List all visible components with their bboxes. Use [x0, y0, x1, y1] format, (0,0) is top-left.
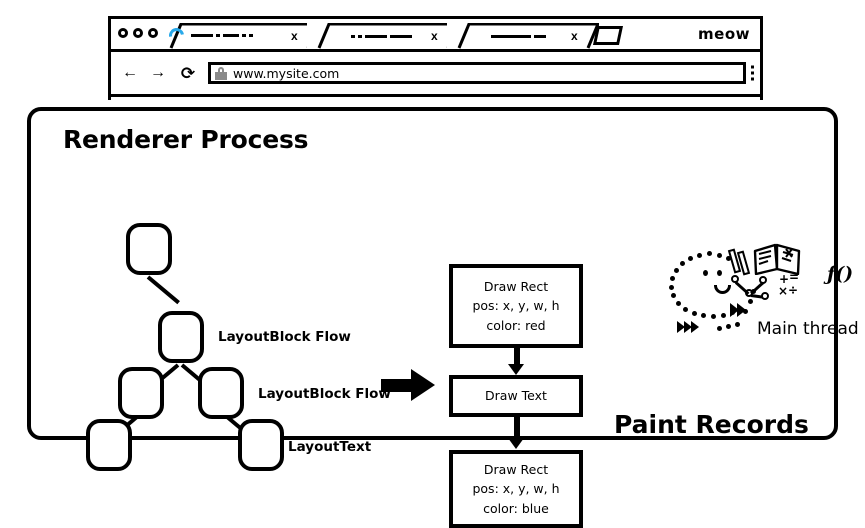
address-bar-url: www.mysite.com	[233, 65, 340, 81]
transform-arrow-icon	[381, 369, 439, 401]
layout-node-block-flow-1[interactable]	[158, 311, 204, 363]
layout-node-block-flow-2a[interactable]	[118, 367, 164, 419]
face-eye-left-icon	[703, 270, 708, 276]
browser-viewport	[111, 97, 760, 103]
layout-node-text-2[interactable]	[238, 419, 284, 471]
tab-1-title-placeholder	[191, 34, 253, 37]
math-divide-icon: ÷	[788, 283, 799, 297]
tab-2-title-placeholder	[351, 35, 412, 38]
lock-icon	[215, 66, 227, 80]
reload-icon[interactable]: ⟳	[180, 63, 196, 83]
tab-strip: x x x meow	[111, 19, 760, 52]
thought-icons-group: + = × ÷ ƒ()	[727, 243, 857, 315]
face-eye-right-icon	[717, 270, 722, 276]
paint-record-box-2[interactable]: Draw Text	[449, 375, 583, 417]
layout-node-block-flow-2b[interactable]	[198, 367, 244, 419]
paint-record-box-3[interactable]: Draw Rect pos: x, y, w, h color: blue	[449, 450, 583, 528]
window-controls[interactable]	[118, 28, 158, 38]
layout-tree-label-1: LayoutBlock Flow	[218, 329, 351, 345]
function-glyph: ƒ()	[827, 263, 854, 285]
paint-record-3-op: Draw Rect	[483, 461, 549, 477]
paint-flow-arrow-2-icon	[508, 417, 524, 450]
paint-record-1-pos: pos: x, y, w, h	[472, 298, 560, 314]
layout-node-text-1[interactable]	[86, 419, 132, 471]
paint-records-title: Paint Records	[614, 410, 809, 439]
overflow-menu-icon[interactable]	[751, 65, 754, 81]
open-book-icon	[753, 243, 801, 275]
renderer-process-panel: Renderer Process LayoutBlock Flow Layout…	[27, 107, 859, 528]
tree-edge-root-to-block1	[146, 275, 180, 305]
layout-tree-label-3: LayoutText	[288, 439, 372, 455]
paint-record-3-pos: pos: x, y, w, h	[472, 481, 560, 497]
math-plus-icon: +	[779, 272, 790, 286]
paint-record-1-color: color: red	[486, 317, 546, 333]
tab-3-close-icon[interactable]: x	[571, 29, 578, 43]
back-arrow-icon[interactable]: ←	[122, 64, 138, 81]
paint-flow-arrow-1-icon	[508, 348, 524, 375]
browser-toolbar: ← → ⟳ www.mysite.com	[111, 52, 760, 97]
tab-2-close-icon[interactable]: x	[431, 29, 438, 43]
address-bar[interactable]: www.mysite.com	[208, 62, 746, 84]
main-thread-doodle: + = × ÷ ƒ() Main thread	[669, 243, 865, 356]
browser-tab-1[interactable]: x	[159, 23, 319, 49]
layout-tree-label-2: LayoutBlock Flow	[258, 386, 391, 402]
browser-tab-3[interactable]: x	[447, 23, 599, 49]
forward-arrow-icon[interactable]: →	[150, 64, 166, 81]
layout-tree-diagram: LayoutBlock Flow LayoutBlock Flow Layout…	[86, 171, 416, 471]
minimize-dot-icon[interactable]	[133, 28, 143, 38]
tab-1-close-icon[interactable]: x	[291, 29, 298, 43]
face-smile-icon	[714, 285, 731, 294]
layout-node-root[interactable]	[126, 223, 172, 275]
new-tab-button[interactable]	[592, 26, 624, 45]
paint-record-2-op: Draw Text	[485, 388, 547, 404]
browser-tab-2[interactable]: x	[307, 23, 459, 49]
main-thread-label: Main thread	[757, 319, 859, 339]
browser-window: x x x meow	[108, 16, 763, 103]
tab-3-title-placeholder	[491, 35, 546, 38]
math-times-icon: ×	[778, 284, 789, 298]
math-equals-icon: =	[789, 270, 800, 284]
renderer-process-title: Renderer Process	[63, 125, 309, 154]
graph-node-root-icon	[731, 275, 739, 283]
close-dot-icon[interactable]	[118, 28, 128, 38]
paint-record-box-1[interactable]: Draw Rect pos: x, y, w, h color: red	[449, 264, 583, 348]
paint-record-3-color: color: blue	[483, 500, 549, 516]
paint-record-1-op: Draw Rect	[483, 278, 549, 294]
browser-brand-label: meow	[698, 25, 750, 43]
maximize-dot-icon[interactable]	[148, 28, 158, 38]
